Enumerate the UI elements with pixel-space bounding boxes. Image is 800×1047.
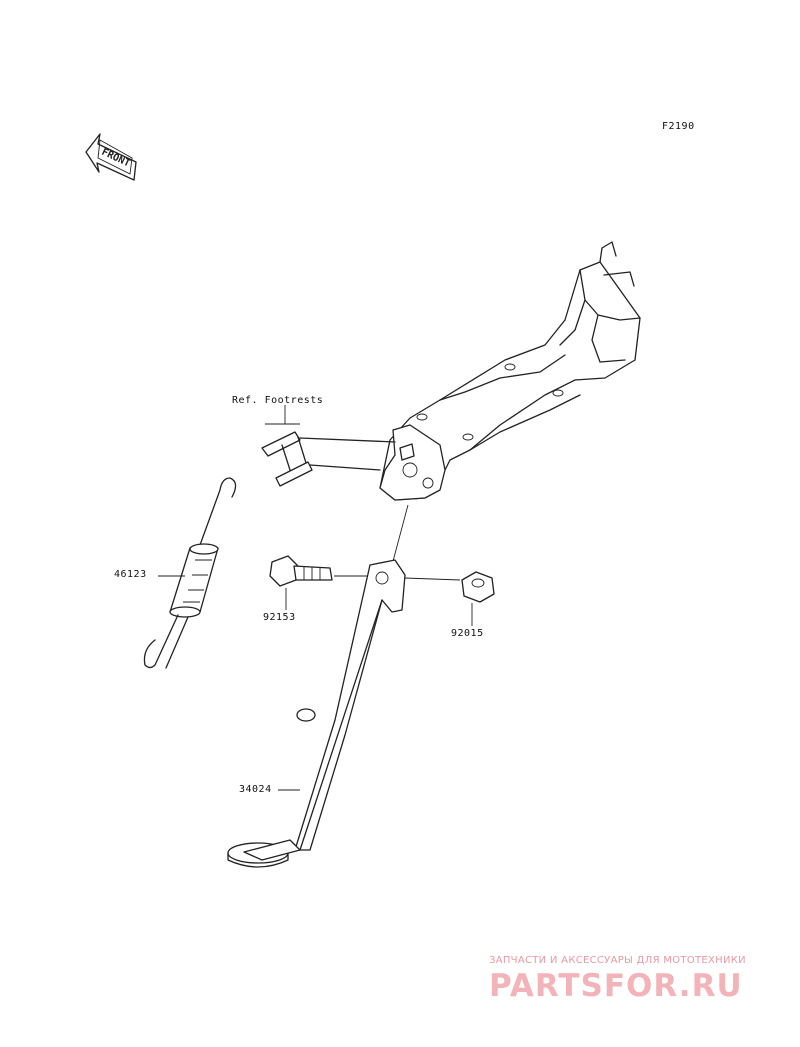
spring-part bbox=[143, 477, 237, 669]
nut-part bbox=[404, 571, 495, 626]
part-number-92153[interactable]: 92153 bbox=[263, 612, 296, 623]
part-number-34024[interactable]: 34024 bbox=[239, 784, 272, 795]
side-stand-part bbox=[227, 559, 406, 868]
part-number-92015[interactable]: 92015 bbox=[451, 628, 484, 639]
footrest-bracket bbox=[261, 405, 396, 487]
watermark-tagline: ЗАПЧАСТИ И АКСЕССУАРЫ ДЛЯ МОТОТЕХНИКИ bbox=[489, 955, 746, 966]
bolt-part bbox=[269, 555, 368, 610]
frame-part bbox=[379, 241, 641, 501]
watermark-brand: PARTSFOR.RU bbox=[489, 968, 743, 1004]
part-number-46123[interactable]: 46123 bbox=[114, 569, 147, 580]
reference-label: Ref. Footrests bbox=[232, 395, 324, 406]
diagram-code: F2190 bbox=[662, 121, 695, 132]
front-arrow-icon: FRONT bbox=[85, 133, 137, 181]
